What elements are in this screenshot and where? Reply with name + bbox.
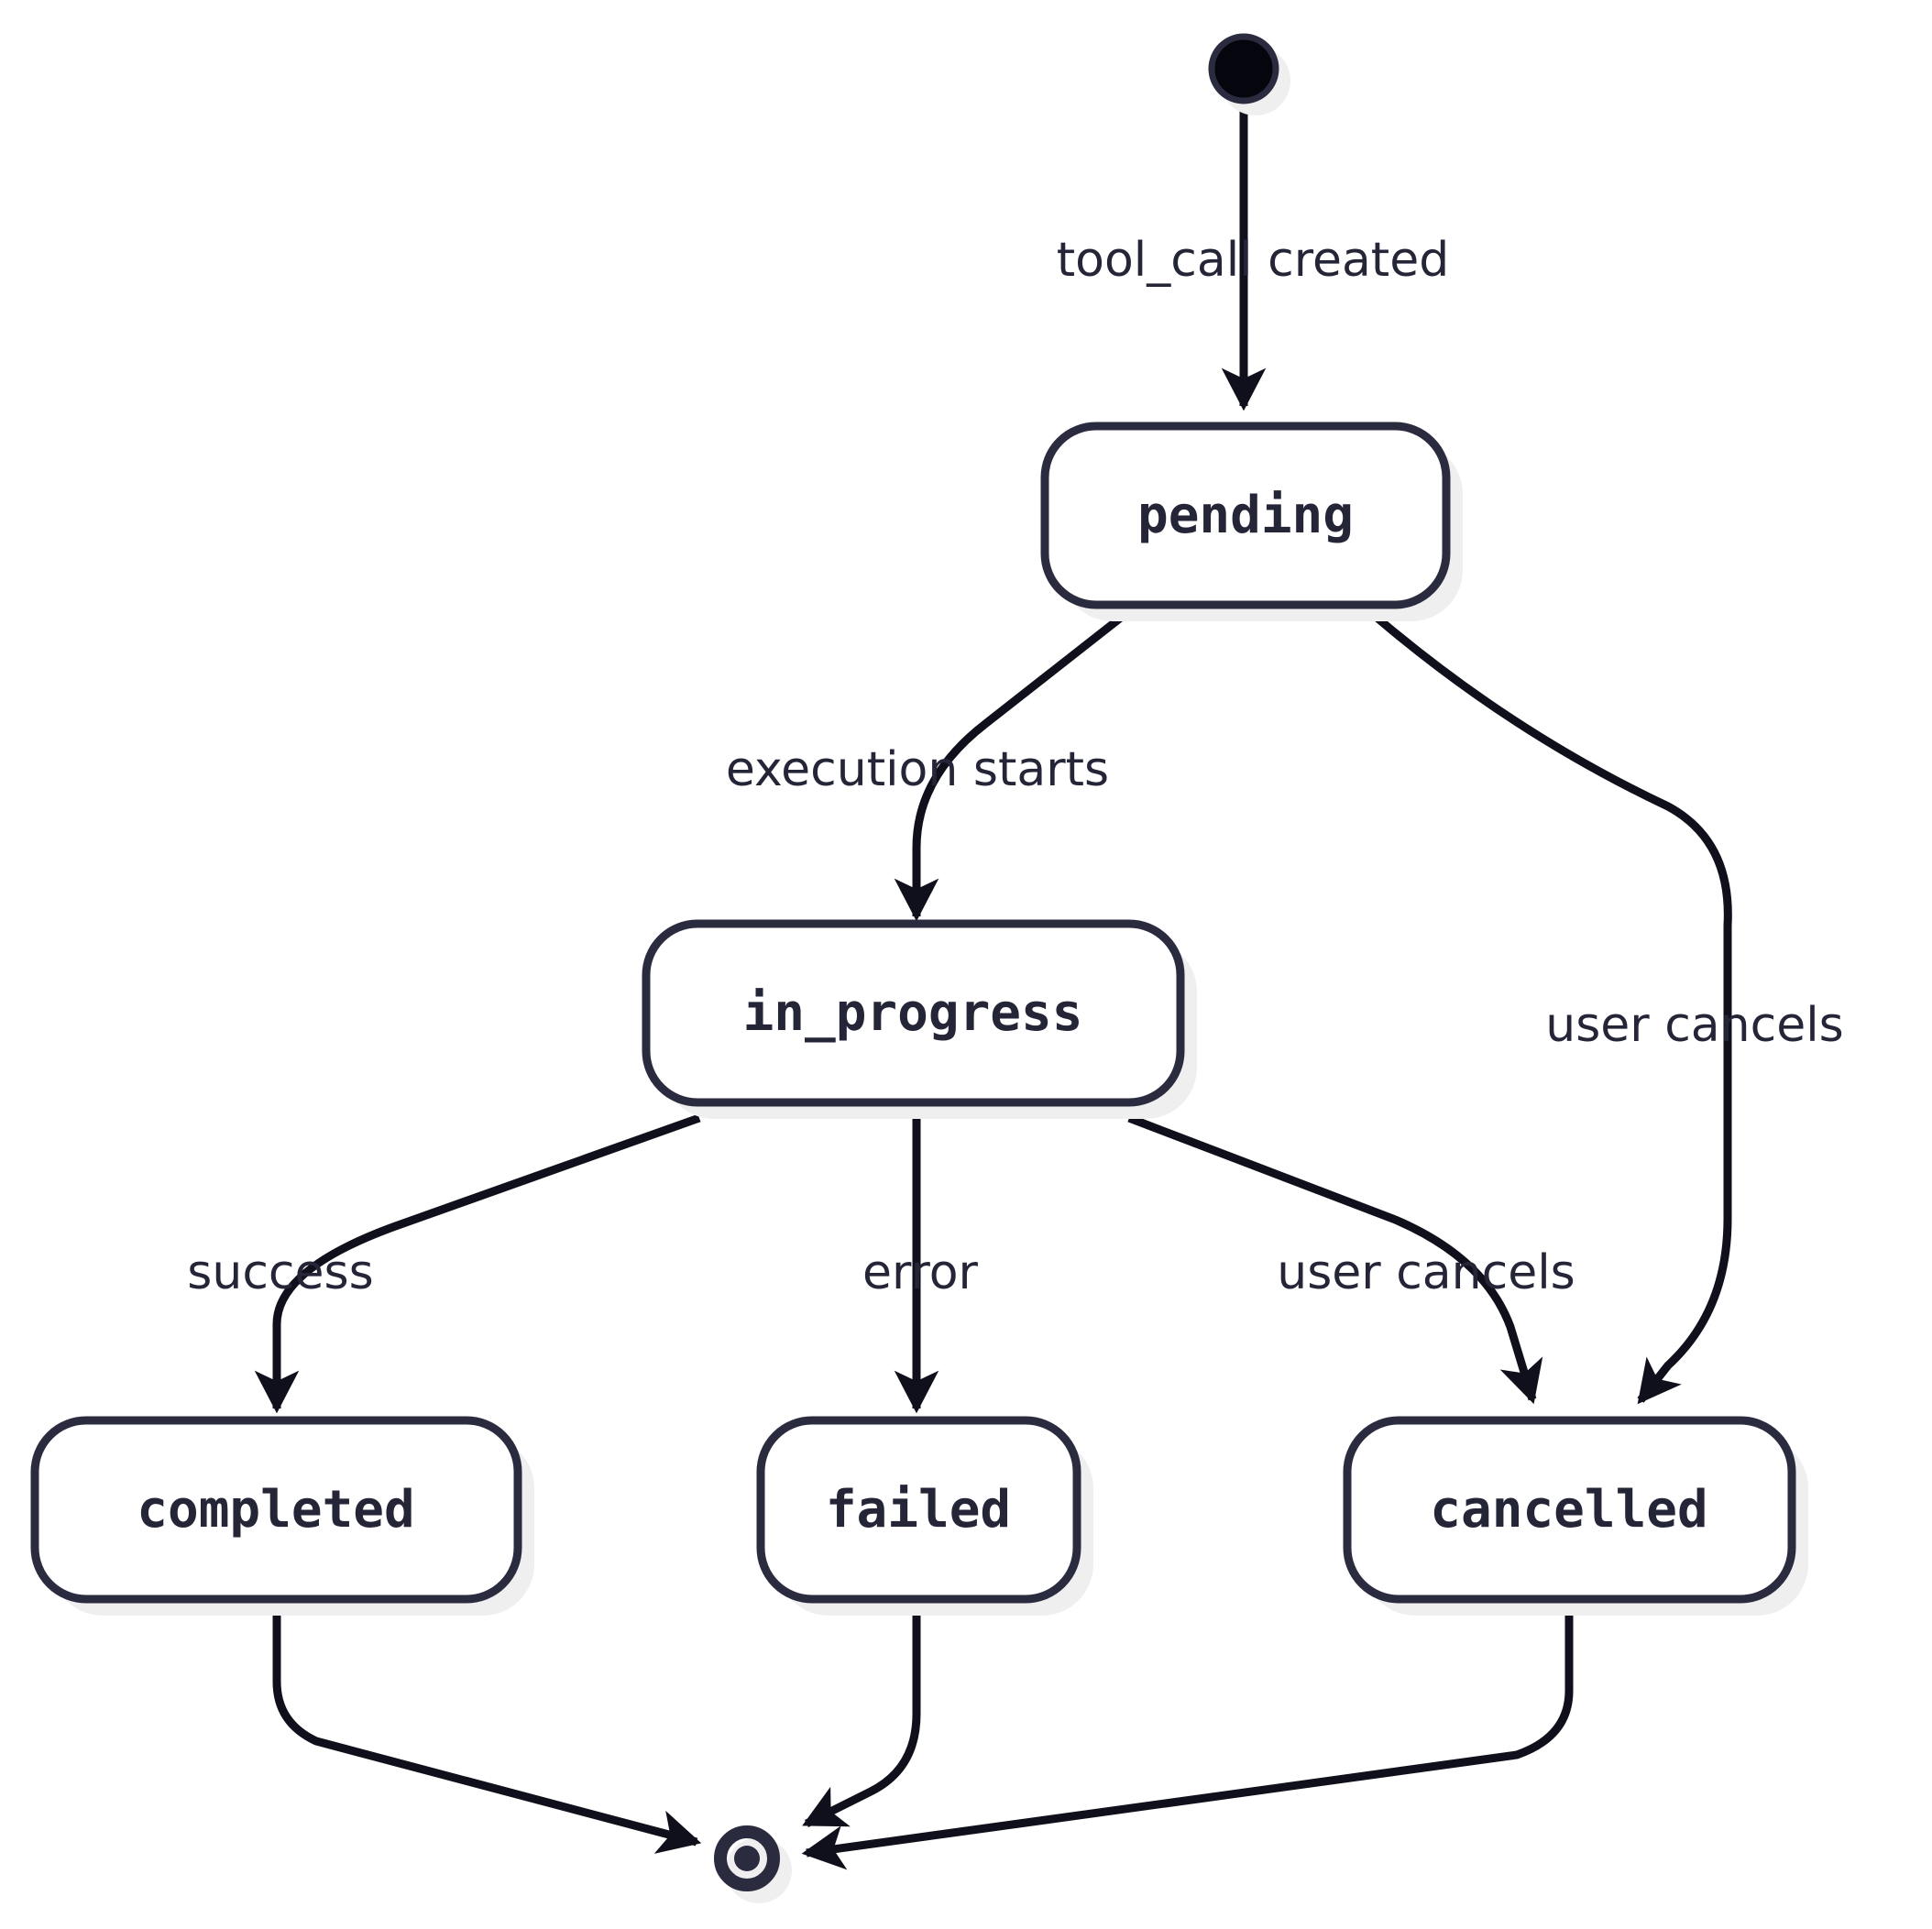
in-progress-label: in_progress: [743, 983, 1083, 1043]
edge-failed-to-end: [802, 1602, 921, 1828]
edge-in-progress-to-cancelled: [1127, 1113, 1543, 1405]
edge-label-success: success: [187, 1245, 373, 1300]
edge-pending-to-cancelled: [1372, 612, 1732, 1405]
edge-label-error: error: [862, 1245, 979, 1300]
start-state-node: [1208, 33, 1290, 115]
failed-label: failed: [826, 1480, 1011, 1540]
edge-label-user-cancels-from-pending: user cancels: [1545, 998, 1843, 1053]
pending-label: pending: [1137, 486, 1354, 545]
cancelled-label: cancelled: [1430, 1480, 1707, 1540]
end-state-shadow: [726, 1837, 792, 1903]
edge-in-progress-to-completed: [254, 1113, 701, 1414]
failed-box[interactable]: [756, 1416, 1081, 1604]
completed-label: completed: [137, 1480, 414, 1540]
edge-cancelled-to-end: [801, 1602, 1574, 1870]
state-node-completed[interactable]: completed: [30, 1416, 534, 1616]
in-progress-box[interactable]: [642, 919, 1185, 1107]
edges-layer: [254, 104, 1732, 1870]
state-node-failed[interactable]: failed: [756, 1416, 1093, 1616]
edge-label-user-cancels-from-in-progress: user cancels: [1277, 1245, 1575, 1300]
edge-label-tool-call-created: tool_call created: [1057, 233, 1449, 288]
end-state-node: [714, 1825, 792, 1903]
edge-completed-to-end: [272, 1602, 702, 1854]
cancelled-box[interactable]: [1343, 1416, 1796, 1604]
state-node-pending[interactable]: pending: [1040, 422, 1463, 621]
state-node-in-progress[interactable]: in_progress: [642, 919, 1197, 1119]
start-state-circle: [1208, 33, 1279, 104]
pending-box[interactable]: [1040, 422, 1451, 609]
edge-labels-layer: tool_call created execution starts user …: [187, 233, 1843, 1300]
end-state-outer-ring: [714, 1825, 780, 1891]
edge-pending-to-in-progress: [894, 610, 1128, 922]
edge-label-execution-starts: execution starts: [726, 742, 1109, 797]
end-state-inner-dot: [734, 1846, 760, 1871]
completed-box[interactable]: [30, 1416, 522, 1604]
state-node-cancelled[interactable]: cancelled: [1343, 1416, 1808, 1616]
